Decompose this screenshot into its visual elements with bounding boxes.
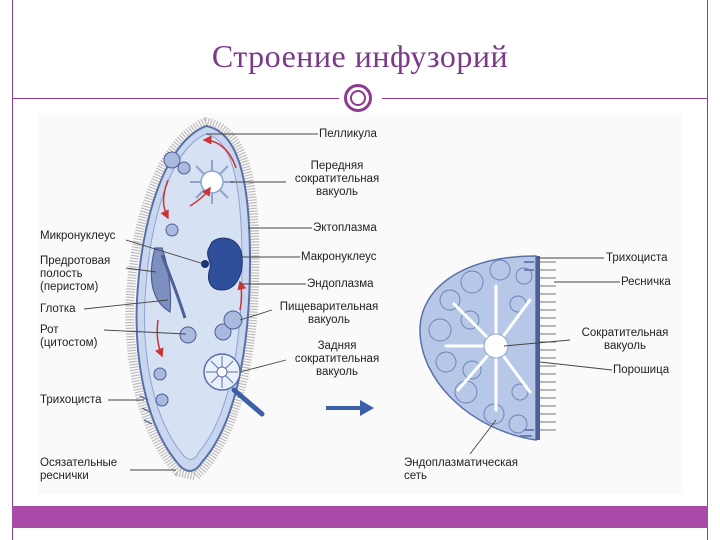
- ornament-ring-icon: [344, 84, 372, 112]
- bottom-accent-bar: [12, 506, 708, 528]
- label-micronucleus: Микронуклеус: [40, 230, 116, 242]
- slide-frame: [12, 0, 708, 540]
- label-ectoplasm: Эктоплазма: [313, 222, 377, 234]
- label-contractile-vacuole: Сократительная вакуоль: [581, 327, 669, 352]
- title-divider-left: [12, 98, 339, 99]
- label-endoplasmic-network: Эндоплазматическая сеть: [404, 457, 518, 482]
- label-cilium: Ресничка: [621, 276, 671, 288]
- trichocysts-left: [139, 395, 153, 425]
- label-mouth: Рот (цитостом): [40, 324, 98, 349]
- label-rear-vacuole: Задняя сократительная вакуоль: [294, 340, 380, 378]
- title-divider-right: [382, 98, 708, 99]
- pointer-rod: [231, 387, 265, 417]
- digestive-vacuoles: [153, 151, 243, 407]
- label-pore: Порошица: [613, 364, 670, 376]
- label-peristome: Предротовая полость (перистом): [40, 255, 111, 293]
- magnified-section: [419, 255, 556, 441]
- front-vacuole: [190, 160, 234, 204]
- slide-title: Строение инфузорий: [211, 38, 509, 74]
- label-macronucleus: Макронуклеус: [301, 251, 377, 263]
- label-trichocyst-right: Трихоциста: [606, 252, 668, 264]
- label-pharynx: Глотка: [40, 303, 76, 315]
- rear-vacuole: [203, 353, 241, 391]
- label-endoplasm: Эндоплазма: [307, 278, 374, 290]
- label-digestive-vacuole: Пищеварительная вакуоль: [279, 301, 379, 326]
- label-pellicle: Пелликула: [319, 128, 377, 140]
- leader-lines: [83, 133, 620, 471]
- label-tactile-cilia: Осязательные реснички: [40, 457, 118, 482]
- micronucleus: [201, 260, 209, 268]
- label-trichocyst-left: Трихоциста: [40, 394, 102, 406]
- label-front-vacuole: Передняя сократительная вакуоль: [294, 160, 380, 198]
- macronucleus: [207, 237, 243, 291]
- pharynx: [160, 254, 187, 319]
